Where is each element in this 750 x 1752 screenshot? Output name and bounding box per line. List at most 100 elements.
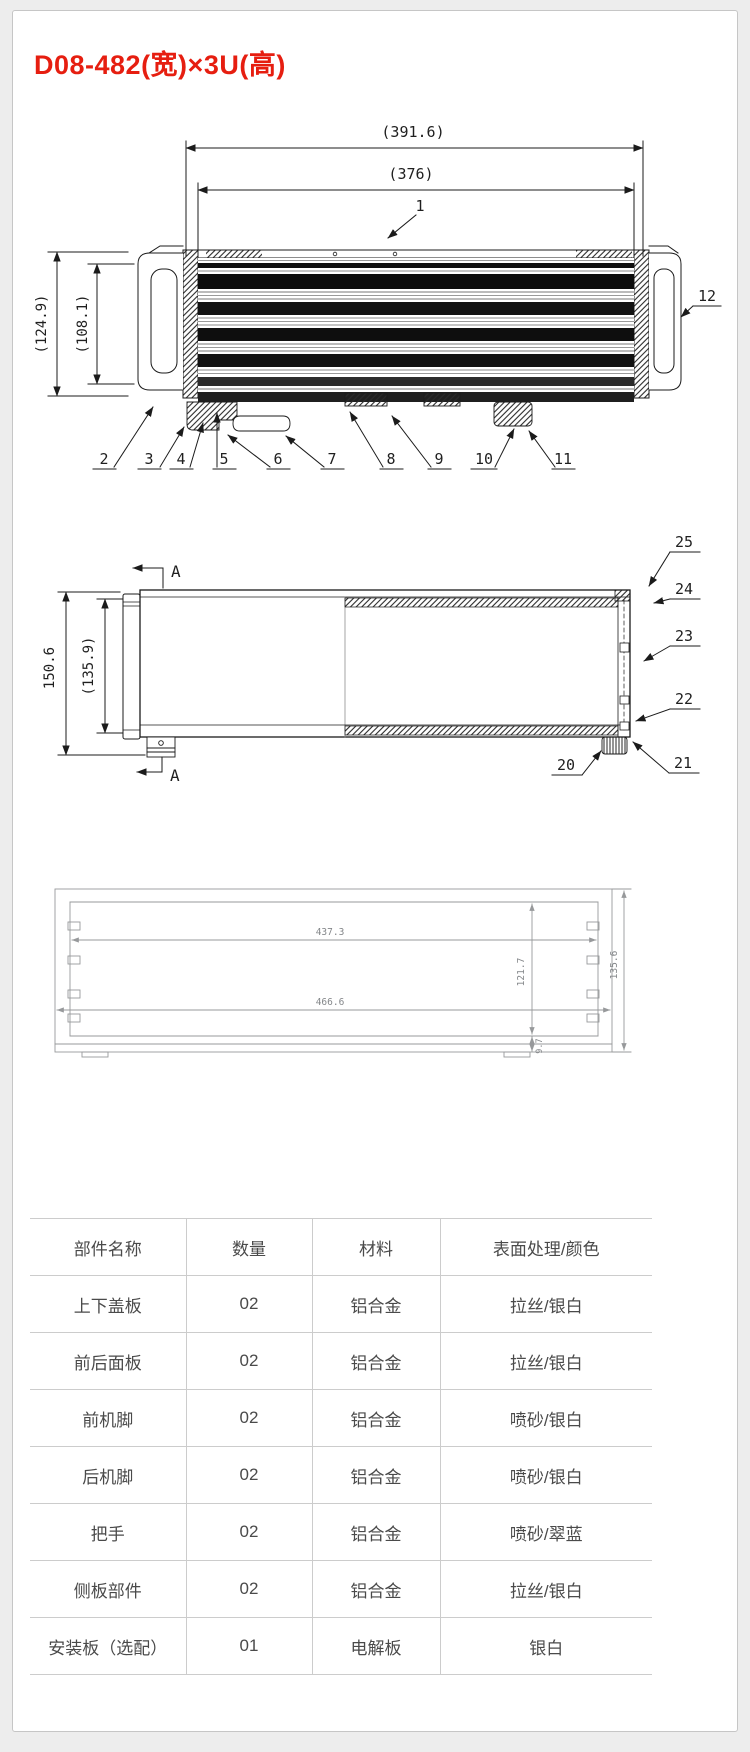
part-label-20: 20	[551, 750, 602, 776]
front-panel-edge	[122, 593, 141, 740]
cell-quantity: 02	[185, 1503, 312, 1561]
dim-side-height-outer: 150.6	[42, 591, 146, 756]
cell-finish: 拉丝/银白	[439, 1275, 652, 1333]
svg-text:21: 21	[674, 754, 692, 772]
view-section: 437.3 121.7 9.7 135.6 466.6	[54, 888, 632, 1058]
svg-text:20: 20	[557, 756, 575, 774]
bottom-edge-band	[198, 392, 634, 407]
view-side: A A	[42, 533, 701, 785]
section-letter: A	[171, 562, 181, 581]
cell-quantity: 02	[185, 1389, 312, 1447]
cell-finish: 喷砂/银白	[439, 1389, 652, 1447]
section-top-cover	[344, 597, 619, 608]
svg-text:9.7: 9.7	[535, 1038, 545, 1053]
dim-width-inner-text: (376)	[388, 165, 433, 183]
svg-text:9: 9	[434, 450, 443, 468]
svg-text:5: 5	[219, 450, 228, 468]
parts-table: 部件名称 数量 材料 表面处理/颜色 上下盖板 02 铝合金 拉丝/银白 前后面…	[30, 1218, 652, 1675]
col-header-quantity: 数量	[185, 1218, 312, 1276]
handle-right	[648, 245, 682, 391]
cell-material: 铝合金	[311, 1503, 440, 1561]
svg-text:8: 8	[386, 450, 395, 468]
svg-text:11: 11	[554, 450, 572, 468]
svg-text:10: 10	[475, 450, 493, 468]
front-foot-left	[186, 401, 238, 431]
section-bottom-cover	[344, 725, 619, 736]
part-label-1: 1	[387, 197, 425, 239]
svg-text:466.6: 466.6	[316, 997, 345, 1008]
dim-height-outer: (124.9)	[34, 251, 61, 397]
part-label-25: 25	[648, 533, 701, 587]
table-row: 后机脚 02 铝合金 喷砂/银白	[30, 1446, 652, 1504]
dim-section-inner-width: 437.3	[71, 927, 597, 943]
part-label-9: 9	[391, 415, 452, 470]
dim-height-inner-text: (108.1)	[75, 294, 91, 353]
side-foot-left	[146, 736, 176, 758]
side-foot-right	[601, 736, 628, 755]
svg-text:7: 7	[327, 450, 336, 468]
cell-part-name: 把手	[30, 1503, 186, 1561]
svg-text:135.6: 135.6	[609, 950, 620, 979]
svg-text:(135.9): (135.9)	[81, 636, 97, 695]
cell-finish: 银白	[439, 1617, 652, 1675]
svg-text:150.6: 150.6	[42, 647, 58, 689]
svg-text:22: 22	[675, 690, 693, 708]
page-title: D08-482(宽)×3U(高)	[34, 50, 286, 80]
part-label-11: 11	[528, 430, 576, 470]
section-wall-bosses	[67, 921, 600, 1023]
svg-text:2: 2	[99, 450, 108, 468]
table-row: 前机脚 02 铝合金 喷砂/银白	[30, 1389, 652, 1447]
cell-quantity: 02	[185, 1332, 312, 1390]
view-front: (391.6) (376) (124.9) (108.1) 1	[34, 123, 722, 470]
part-label-23: 23	[643, 627, 701, 662]
dim-section-outer-width: 466.6	[56, 997, 611, 1013]
side-panel-left	[182, 249, 199, 399]
side-body	[139, 589, 631, 738]
cell-quantity: 02	[185, 1560, 312, 1618]
svg-text:4: 4	[176, 450, 185, 468]
dim-width-outer-text: (391.6)	[381, 123, 444, 141]
cell-finish: 喷砂/银白	[439, 1446, 652, 1504]
cell-part-name: 上下盖板	[30, 1275, 186, 1333]
handle-left	[137, 245, 184, 391]
cell-finish: 拉丝/银白	[439, 1332, 652, 1390]
bottom-slot	[344, 392, 388, 407]
bottom-slot	[423, 392, 461, 407]
col-header-part-name: 部件名称	[30, 1218, 186, 1276]
dim-side-height-inner: (135.9)	[81, 598, 123, 734]
part-label-21: 21	[632, 741, 700, 774]
parts-table-header-row: 部件名称 数量 材料 表面处理/颜色	[30, 1218, 652, 1276]
svg-text:121.7: 121.7	[516, 958, 527, 987]
col-header-finish: 表面处理/颜色	[439, 1218, 652, 1276]
cell-quantity: 02	[185, 1275, 312, 1333]
cell-material: 铝合金	[311, 1389, 440, 1447]
cell-material: 铝合金	[311, 1560, 440, 1618]
part-label-3: 3	[137, 426, 185, 470]
front-foot-right	[493, 401, 533, 427]
cell-finish: 拉丝/银白	[439, 1560, 652, 1618]
svg-text:23: 23	[675, 627, 693, 645]
table-row: 前后面板 02 铝合金 拉丝/银白	[30, 1332, 652, 1390]
svg-text:24: 24	[675, 580, 693, 598]
cell-material: 铝合金	[311, 1332, 440, 1390]
cell-part-name: 前后面板	[30, 1332, 186, 1390]
svg-text:3: 3	[144, 450, 153, 468]
table-row: 安装板（选配） 01 电解板 银白	[30, 1617, 652, 1675]
cell-material: 电解板	[311, 1617, 440, 1675]
table-row: 上下盖板 02 铝合金 拉丝/银白	[30, 1275, 652, 1333]
col-header-material: 材料	[311, 1218, 440, 1276]
cell-quantity: 02	[185, 1446, 312, 1504]
cell-material: 铝合金	[311, 1446, 440, 1504]
cell-finish: 喷砂/翠蓝	[439, 1503, 652, 1561]
section-letter: A	[170, 766, 180, 785]
dim-height-inner: (108.1)	[75, 263, 101, 385]
section-foot	[81, 1051, 109, 1058]
cell-part-name: 安装板（选配）	[30, 1617, 186, 1675]
part-label-24: 24	[653, 580, 701, 605]
side-panel-right	[633, 249, 650, 399]
section-marker-top: A	[132, 562, 181, 589]
part-label-4: 4	[169, 422, 204, 470]
svg-text:1: 1	[415, 197, 424, 215]
part-label-6: 6	[227, 434, 291, 470]
